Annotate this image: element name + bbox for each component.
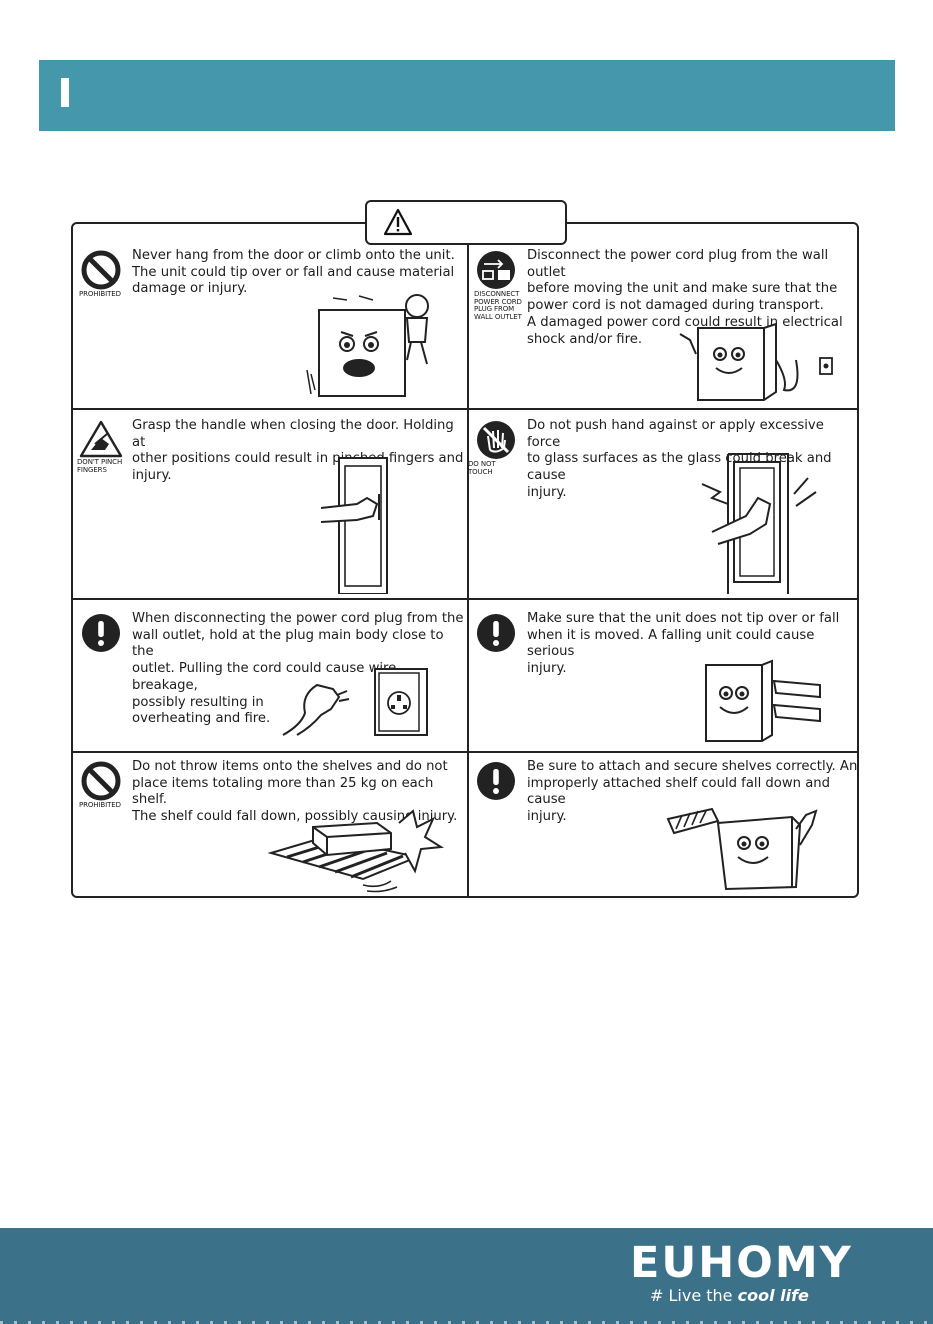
symbol-caption: PROHIBITED (79, 801, 121, 809)
table-divider-row-3 (73, 751, 857, 753)
text-line: Be sure to attach and secure shelves cor… (527, 759, 858, 774)
text-line: The unit could tip over or fall and caus… (132, 264, 455, 280)
caution-cell-tip-over: Make sure that the unit does not tip ove… (466, 611, 860, 751)
caution-text: Never hang from the door or climb onto t… (132, 248, 455, 298)
caution-cell-shelf-secure: Be sure to attach and secure shelves cor… (466, 759, 860, 897)
caution-text: Disconnect the power cord plug from the … (527, 248, 860, 348)
text-line: injury. (132, 468, 172, 484)
text-line: possibly resulting in (132, 694, 264, 710)
caution-cell-shelf-load: PROHIBITED Do not throw items onto the s… (71, 759, 465, 897)
text-line: other positions could result in pinched … (132, 451, 464, 467)
caution-cell-pinch: DON'T PINCH FINGERS Grasp the handle whe… (71, 418, 465, 598)
prohibited-symbol: PROHIBITED (79, 761, 127, 810)
caution-tab (365, 200, 567, 245)
disconnect-plug-icon (477, 251, 515, 289)
warning-triangle-icon (383, 208, 413, 236)
exclamation-symbol (474, 613, 522, 653)
pinch-warning-icon (79, 420, 123, 458)
text-line: Do not throw items onto the shelves and … (132, 759, 448, 774)
exclamation-symbol (79, 613, 127, 653)
disconnect-symbol: DISCONNECT POWER CORD PLUG FROM WALL OUT… (474, 250, 522, 321)
text-line: When disconnecting the power cord plug f… (132, 611, 464, 626)
pinch-symbol: DON'T PINCH FINGERS (77, 420, 125, 474)
caution-cell-glass: DO NOT TOUCH Do not push hand against or… (466, 418, 860, 598)
section-marker (61, 78, 69, 107)
caution-text: Grasp the handle when closing the door. … (132, 418, 465, 485)
door-closing-hand-illustration (321, 457, 388, 594)
exclamation-icon (82, 614, 120, 652)
text-line: when it is moved. A falling unit could c… (527, 627, 815, 660)
no-touch-symbol: DO NOT TOUCH (468, 420, 522, 476)
caution-text: Do not push hand against or apply excess… (527, 418, 860, 502)
glass-door-hand-illustration (701, 453, 817, 594)
no-touch-hand-icon (477, 421, 515, 459)
text-line: improperly attached shelf could fall dow… (527, 775, 831, 808)
table-divider-row-2 (73, 598, 857, 600)
exclamation-icon (477, 614, 515, 652)
table-divider-row-1 (73, 408, 857, 410)
text-line: shock and/or fire. (527, 331, 643, 347)
exclamation-icon (477, 762, 515, 800)
brand-tagline: # Live the cool life (650, 1286, 809, 1305)
text-line: wall outlet, hold at the plug main body … (132, 627, 444, 660)
text-line: Never hang from the door or climb onto t… (132, 248, 455, 263)
text-line: Do not push hand against or apply excess… (527, 418, 824, 450)
text-line: outlet. Pulling the cord could cause wir… (132, 661, 397, 693)
caution-text: Make sure that the unit does not tip ove… (527, 611, 860, 678)
caution-text: Do not throw items onto the shelves and … (132, 759, 465, 826)
text-line: Disconnect the power cord plug from the … (527, 248, 829, 280)
overloaded-shelf-illustration (267, 809, 445, 893)
footer-dots (0, 1321, 933, 1324)
symbol-caption: DO NOT TOUCH (468, 460, 496, 476)
prohibited-icon (81, 250, 121, 290)
unit-unplugged-illustration (679, 322, 833, 401)
brand-logo: EUHOMY (630, 1238, 853, 1288)
tagline-prefix: # Live the (650, 1286, 738, 1305)
exclamation-symbol (474, 761, 522, 801)
caution-cell-climb: PROHIBITED Never hang from the door or c… (71, 248, 465, 408)
symbol-caption: DON'T PINCH FINGERS (77, 458, 123, 474)
caution-text: When disconnecting the power cord plug f… (132, 611, 465, 728)
text-line: damage or injury. (132, 281, 248, 297)
child-climbing-illustration (306, 294, 429, 397)
text-line: before moving the unit and make sure tha… (527, 281, 838, 297)
text-line: place items totaling more than 25 kg on … (132, 775, 434, 808)
table-divider-vertical (467, 224, 469, 896)
shelf-install-illustration (666, 807, 818, 891)
symbol-caption: PROHIBITED (79, 290, 121, 298)
text-line: injury. (527, 661, 567, 677)
unit-moved-illustration (705, 659, 821, 742)
section-header-band (39, 60, 895, 131)
text-line: injury. (527, 809, 567, 825)
text-line: The shelf could fall down, possibly caus… (132, 809, 458, 825)
prohibited-symbol: PROHIBITED (79, 250, 127, 299)
text-line: power cord is not damaged during transpo… (527, 298, 824, 314)
text-line: injury. (527, 484, 567, 500)
text-line: overheating and fire. (132, 711, 271, 727)
text-line: A damaged power cord could result in ele… (527, 314, 843, 330)
tagline-emphasis: cool life (737, 1286, 809, 1305)
caution-cell-disconnect: DISCONNECT POWER CORD PLUG FROM WALL OUT… (466, 248, 860, 408)
text-line: Make sure that the unit does not tip ove… (527, 611, 840, 626)
caution-text: Be sure to attach and secure shelves cor… (527, 759, 860, 826)
text-line: Grasp the handle when closing the door. … (132, 418, 454, 450)
plug-outlet-illustration (282, 668, 428, 736)
symbol-caption: DISCONNECT POWER CORD PLUG FROM WALL OUT… (474, 290, 522, 321)
prohibited-icon (81, 761, 121, 801)
footer-band: EUHOMY # Live the cool life (0, 1228, 933, 1324)
caution-cell-plug: When disconnecting the power cord plug f… (71, 611, 465, 751)
